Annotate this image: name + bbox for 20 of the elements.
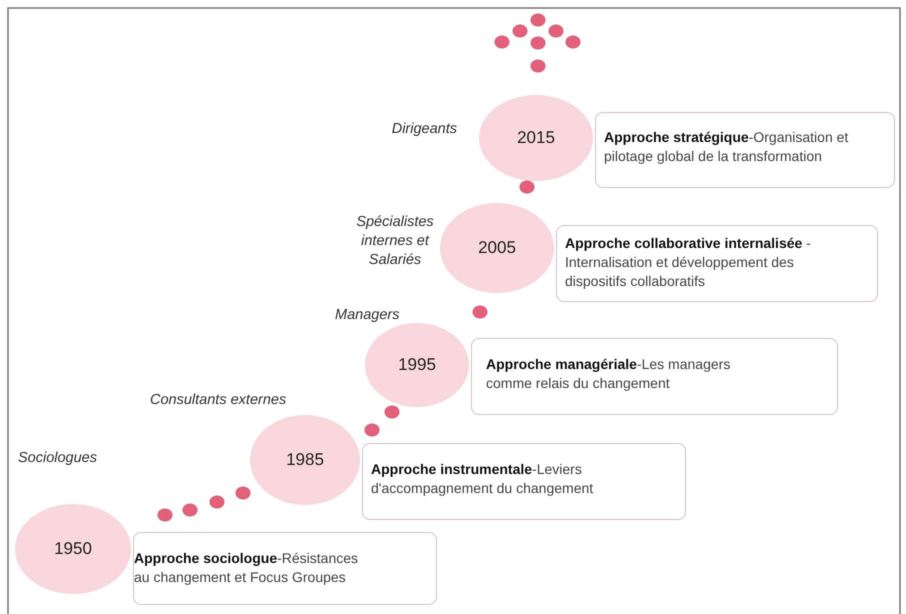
description-text: Approche stratégique-Organisation et pilotage global de la transformation bbox=[604, 128, 850, 166]
role-label: Consultants externes bbox=[150, 391, 288, 410]
role-label: Managers bbox=[335, 306, 400, 325]
year-label: 2005 bbox=[478, 238, 516, 258]
description-box bbox=[556, 225, 878, 302]
year-label: 1950 bbox=[54, 539, 92, 559]
description-text: Approche collaborative internalisée -Internalisation et développement des dispositifs collaboratifs bbox=[565, 234, 812, 291]
description-box bbox=[471, 338, 838, 415]
description-box bbox=[595, 112, 895, 188]
role-label: Dirigeants bbox=[390, 120, 457, 139]
description-text: Approche sociologue-Résistances au changement et Focus Groupes bbox=[134, 549, 360, 587]
description-text: Approche managériale-Les managers comme relais du changement bbox=[486, 355, 732, 393]
description-box bbox=[362, 443, 686, 520]
role-label: Spécialistes internes et Salariés bbox=[355, 213, 435, 270]
role-label: Sociologues bbox=[18, 449, 98, 468]
year-label: 1995 bbox=[398, 355, 436, 375]
year-label: 1985 bbox=[286, 450, 324, 470]
description-text: Approche instrumentale-Leviers d'accompagnement du changement bbox=[371, 460, 594, 498]
description-box bbox=[133, 532, 437, 605]
year-label: 2015 bbox=[517, 128, 555, 148]
